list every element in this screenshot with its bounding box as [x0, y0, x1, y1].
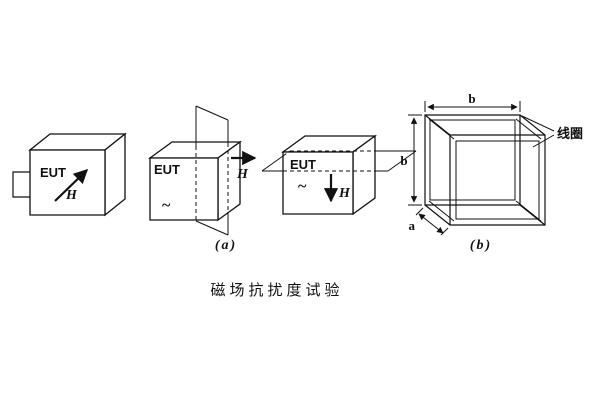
eut-figure-2: EUT ~ H (a) — [148, 105, 257, 253]
coil-leader-line-2 — [532, 134, 555, 148]
eut1-label: EUT — [40, 165, 66, 180]
coil-leader-line-1 — [521, 115, 555, 132]
dim-a-depth: a — [409, 207, 449, 236]
eut-figure-3: EUT ~ H — [261, 134, 417, 216]
dim-b-top-label: b — [468, 91, 475, 106]
eut2-vertical-plane — [195, 105, 229, 236]
figure-caption: 磁场抗扰度试验 — [210, 282, 343, 299]
coil-callout-label: 线圈 — [557, 126, 583, 141]
eut1-h-label: H — [65, 188, 78, 203]
eut2-ac-symbol: ~ — [162, 197, 171, 214]
dim-a-label: a — [409, 218, 416, 233]
eut1-connector-lead — [12, 171, 30, 198]
coil-back-face — [424, 114, 521, 206]
eut3-ac-symbol: ~ — [298, 178, 307, 195]
eut2-h-label: H — [236, 167, 249, 182]
eut3-h-label: H — [338, 186, 351, 201]
eut1-box-front-face — [29, 149, 106, 216]
eut-figure-1: EUT H — [12, 132, 127, 217]
eut2-box-front-face — [149, 157, 219, 221]
coil-callout: 线圈 — [521, 115, 583, 148]
dim-b-top: b — [424, 91, 521, 112]
coil-frame-inner-lines — [428, 118, 542, 222]
eut2-label: EUT — [154, 162, 180, 177]
eut1-h-field-arrow-icon — [54, 169, 89, 202]
coil-depth-edges — [424, 114, 546, 226]
panel-b-label: (b) — [470, 238, 492, 253]
panel-a-label: (a) — [215, 238, 237, 253]
eut3-label: EUT — [290, 157, 316, 172]
coil-front-face — [449, 134, 546, 226]
dim-b-left-label: b — [400, 153, 407, 168]
dim-b-left: b — [400, 114, 422, 206]
coil-frame-figure: b b a 线圈 (b) — [400, 91, 583, 253]
